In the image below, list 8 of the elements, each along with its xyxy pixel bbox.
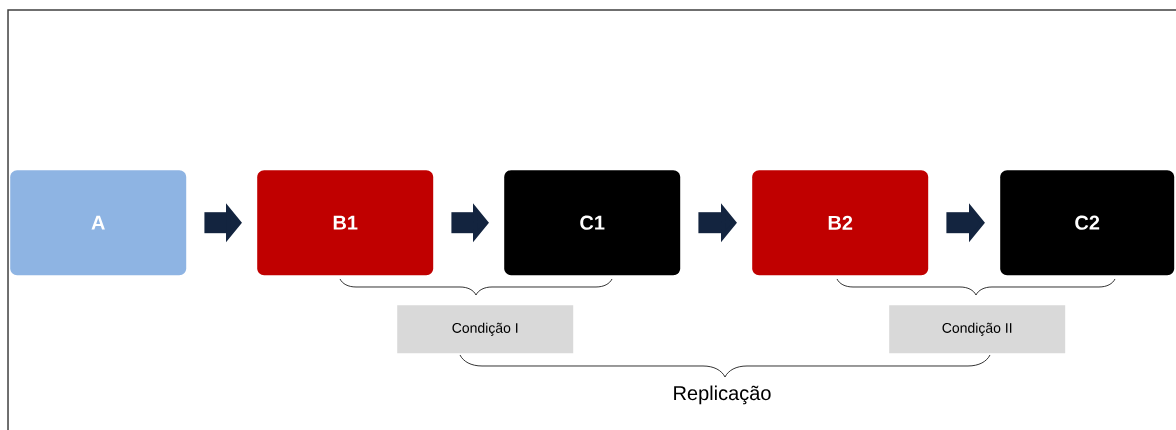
process-box: A (10, 170, 187, 276)
process-box: B2 (752, 170, 929, 276)
process-box: B1 (257, 170, 434, 276)
condition-box: Condição I (397, 305, 574, 354)
condition-box: Condição II (889, 305, 1066, 354)
process-box: C2 (1000, 170, 1175, 276)
process-box: C1 (504, 170, 681, 276)
brace-label: Replicação (674, 385, 771, 405)
